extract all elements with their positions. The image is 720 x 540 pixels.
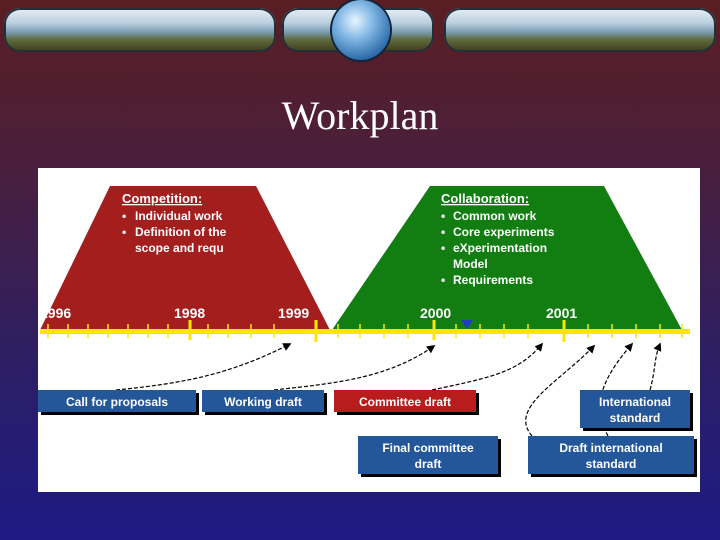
competition-bullet-marker: • — [122, 209, 126, 223]
stage-draft-international-standard: Draft international standard — [528, 436, 697, 477]
year-label: 1999 — [278, 305, 309, 321]
collaboration-bullet: Requirements — [453, 273, 533, 287]
collaboration-bullet: Common work — [453, 209, 537, 223]
collaboration-phase-shape — [332, 186, 682, 330]
collaboration-bullet-marker: • — [441, 273, 445, 287]
collaboration-bullet-marker: • — [441, 241, 445, 255]
competition-heading: Competition: — [122, 191, 202, 206]
collaboration-heading: Collaboration: — [441, 191, 529, 206]
header-banner-left — [4, 8, 276, 52]
stage-label: International — [599, 395, 671, 409]
competition-bullet-continued: scope and requ — [135, 241, 224, 255]
slide-title: Workplan — [281, 93, 439, 138]
stage-call-for-proposals: Call for proposals — [38, 390, 199, 415]
current-date-marker-icon — [461, 320, 473, 329]
collaboration-bullet: eXperimentation — [453, 241, 547, 255]
stage-label: standard — [610, 411, 661, 425]
header-banner-right — [444, 8, 716, 52]
collaboration-bullet-marker: • — [441, 225, 445, 239]
competition-phase-shape — [40, 186, 330, 330]
stage-label: standard — [586, 457, 637, 471]
collaboration-bullet-continued: Model — [453, 257, 488, 271]
year-label: 1998 — [174, 305, 205, 321]
stage-label: Call for proposals — [66, 395, 168, 409]
stage-label: Draft international — [559, 441, 662, 455]
competition-bullet: Definition of the — [135, 225, 227, 239]
year-label: 2000 — [420, 305, 451, 321]
stage-international-standard: International standard — [580, 390, 693, 431]
stage-label: Final committee — [382, 441, 474, 455]
year-label: 2001 — [546, 305, 577, 321]
stage-label: Committee draft — [359, 395, 451, 409]
collaboration-bullet: Core experiments — [453, 225, 555, 239]
workplan-diagram: Competition: • Individual work • Definit… — [38, 168, 700, 492]
stage-final-committee-draft: Final committee draft — [358, 436, 501, 477]
competition-bullet: Individual work — [135, 209, 223, 223]
stage-label: draft — [415, 457, 442, 471]
timeline-axis — [40, 329, 690, 334]
collaboration-bullet-marker: • — [441, 209, 445, 223]
globe-icon — [332, 0, 390, 60]
stage-label: Working draft — [224, 395, 302, 409]
stage-committee-draft: Committee draft — [334, 390, 479, 415]
competition-bullet-marker: • — [122, 225, 126, 239]
timeline-ticks — [47, 324, 683, 338]
stage-working-draft: Working draft — [202, 390, 327, 415]
year-label: 1996 — [40, 305, 71, 321]
timeline-year-markers — [188, 320, 566, 342]
